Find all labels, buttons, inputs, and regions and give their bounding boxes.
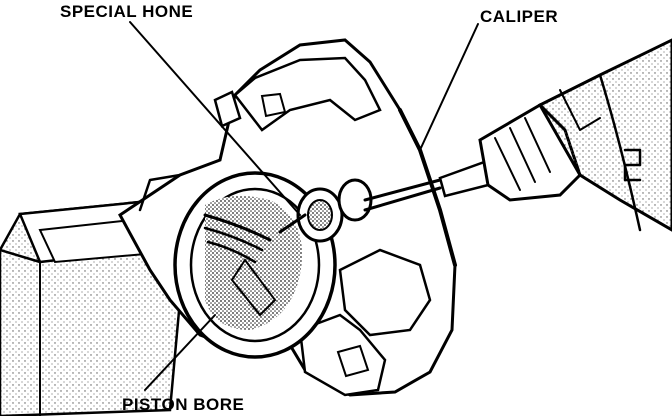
hone-tool <box>278 178 442 243</box>
piston-bore-label: PISTON BORE <box>122 395 244 414</box>
special-hone-leader <box>129 21 301 216</box>
special-hone-label: SPECIAL HONE <box>60 2 193 21</box>
caliper-leader <box>419 23 479 151</box>
leader-lines <box>129 21 479 391</box>
piston-bore-leader <box>144 314 216 391</box>
electric-drill <box>438 38 672 232</box>
caliper-label: CALIPER <box>480 7 558 26</box>
